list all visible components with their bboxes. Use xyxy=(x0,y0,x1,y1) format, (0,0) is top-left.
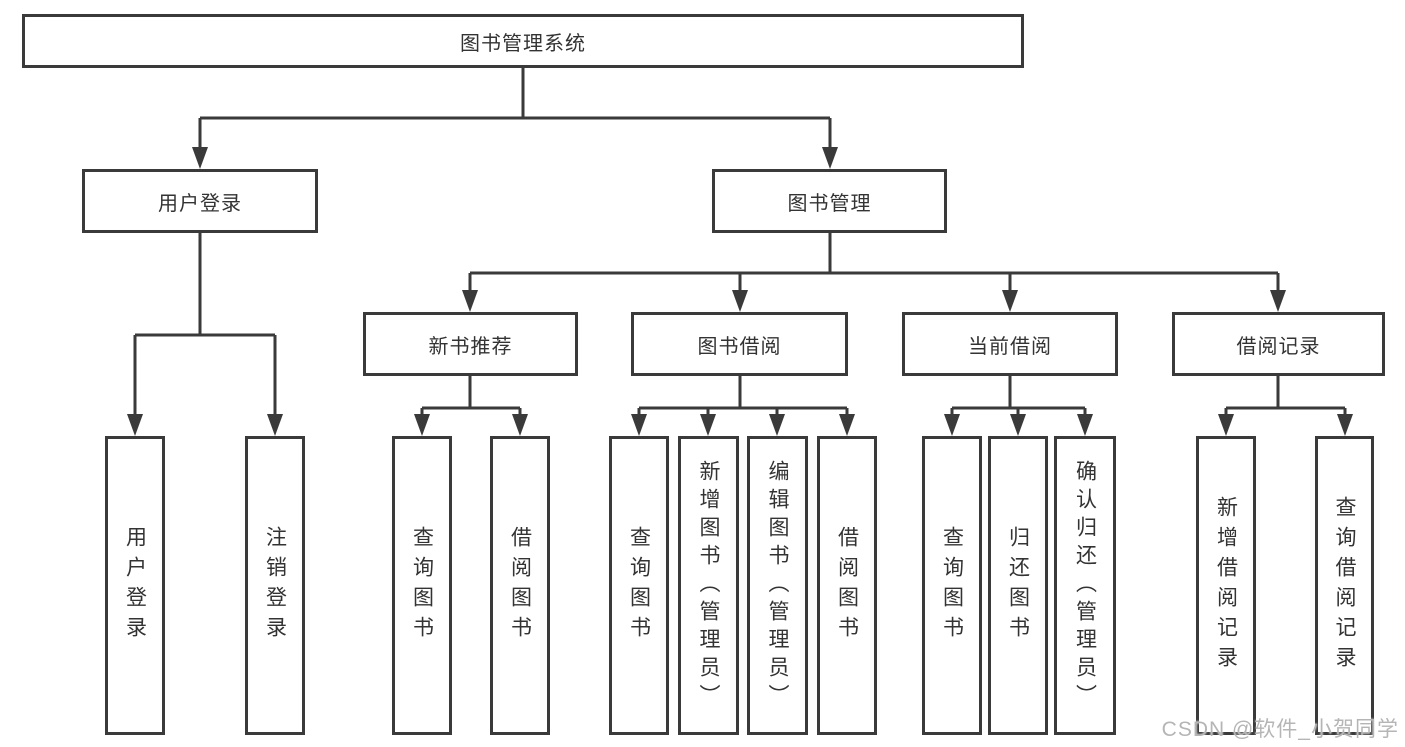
arrowhead-icon xyxy=(127,414,143,436)
edge-new-book-subtree xyxy=(420,376,522,418)
leaf-logout-label: 注销登录 xyxy=(263,525,287,646)
arrowhead-icon xyxy=(822,147,838,169)
arrowhead-icon xyxy=(1010,414,1026,436)
node-borrow-records: 借阅记录 xyxy=(1172,312,1385,376)
leaf-confirm-return-admin-label: 确认归还（管理员） xyxy=(1073,459,1097,712)
arrowhead-icon xyxy=(1077,414,1093,436)
leaf-borrow-books-recommend: 借阅图书 xyxy=(490,436,550,735)
node-user-login: 用户登录 xyxy=(82,169,318,233)
arrowheads xyxy=(127,147,1353,436)
leaf-query-books-recommend-label: 查询图书 xyxy=(410,525,434,646)
arrowhead-icon xyxy=(944,414,960,436)
arrowhead-icon xyxy=(512,414,528,436)
arrowhead-icon xyxy=(1270,290,1286,312)
arrowhead-icon xyxy=(769,414,785,436)
leaf-confirm-return-admin: 确认归还（管理员） xyxy=(1054,436,1116,735)
arrowhead-icon xyxy=(700,414,716,436)
node-book-management: 图书管理 xyxy=(712,169,947,233)
arrowhead-icon xyxy=(839,414,855,436)
arrowhead-icon xyxy=(1218,414,1234,436)
edge-user-login-subtree xyxy=(133,233,277,418)
edge-current-borrow-subtree xyxy=(950,376,1087,418)
node-current-borrow: 当前借阅 xyxy=(902,312,1118,376)
leaf-borrow-books-label: 借阅图书 xyxy=(835,525,859,646)
leaf-add-books-admin: 新增图书（管理员） xyxy=(678,436,739,735)
leaf-add-borrow-record: 新增借阅记录 xyxy=(1196,436,1256,735)
edge-book-borrow-subtree xyxy=(637,376,849,418)
connector-strokes xyxy=(133,68,1347,418)
leaf-logout: 注销登录 xyxy=(245,436,305,735)
leaf-borrow-books-recommend-label: 借阅图书 xyxy=(508,525,532,646)
node-book-borrow: 图书借阅 xyxy=(631,312,848,376)
edge-borrow-record-subtree xyxy=(1224,376,1347,418)
leaf-return-books: 归还图书 xyxy=(988,436,1048,735)
leaf-borrow-books: 借阅图书 xyxy=(817,436,877,735)
leaf-add-borrow-record-label: 新增借阅记录 xyxy=(1214,495,1238,676)
leaf-query-books-recommend: 查询图书 xyxy=(392,436,452,735)
leaf-query-books-borrow: 查询图书 xyxy=(609,436,669,735)
leaf-edit-books-admin: 编辑图书（管理员） xyxy=(747,436,808,735)
arrowhead-icon xyxy=(631,414,647,436)
leaf-query-books-current: 查询图书 xyxy=(922,436,982,735)
leaf-edit-books-admin-label: 编辑图书（管理员） xyxy=(766,459,789,712)
watermark: CSDN @软件_小贺同学 xyxy=(1161,718,1399,741)
leaf-query-borrow-record-label: 查询借阅记录 xyxy=(1333,495,1356,676)
leaf-user-login: 用户登录 xyxy=(105,436,165,735)
leaf-add-books-admin-label: 新增图书（管理员） xyxy=(697,459,720,712)
leaf-return-books-label: 归还图书 xyxy=(1006,525,1030,646)
arrowhead-icon xyxy=(732,290,748,312)
node-root-library-system: 图书管理系统 xyxy=(22,14,1024,68)
leaf-query-borrow-record: 查询借阅记录 xyxy=(1315,436,1374,735)
leaf-user-login-label: 用户登录 xyxy=(123,525,147,646)
arrowhead-icon xyxy=(1002,290,1018,312)
edge-book-mgmt-to-level3 xyxy=(468,233,1280,294)
node-new-book-recommend: 新书推荐 xyxy=(363,312,578,376)
arrowhead-icon xyxy=(462,290,478,312)
arrowhead-icon xyxy=(414,414,430,436)
arrowhead-icon xyxy=(267,414,283,436)
edge-root-to-level2 xyxy=(198,68,832,151)
arrowhead-icon xyxy=(1337,414,1353,436)
arrowhead-icon xyxy=(192,147,208,169)
leaf-query-books-borrow-label: 查询图书 xyxy=(627,525,651,646)
leaf-query-books-current-label: 查询图书 xyxy=(940,525,964,646)
